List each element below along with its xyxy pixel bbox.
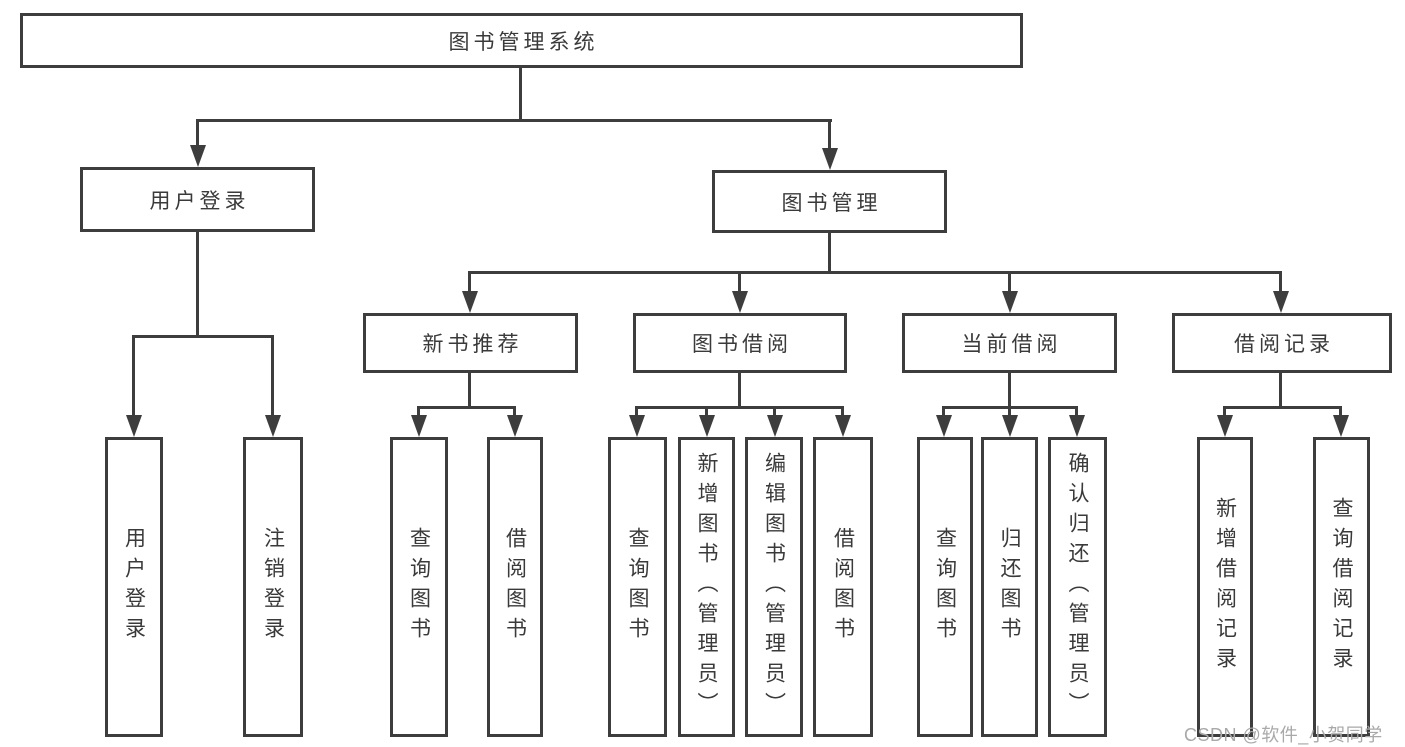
connector-line <box>468 373 471 408</box>
node-book-borrowing: 图书借阅 <box>633 313 847 373</box>
connector-line <box>1075 406 1078 415</box>
connector-line <box>196 232 199 338</box>
connector-line <box>942 406 945 415</box>
node-new-book-recommendation: 新书推荐 <box>363 313 578 373</box>
node-leaf-query-books-rec: 查询图书 <box>390 437 448 737</box>
connector-line <box>1223 406 1226 415</box>
node-leaf-query-books-cb: 查询图书 <box>917 437 973 737</box>
connector-line <box>468 271 1282 274</box>
connector-line <box>271 335 274 415</box>
connector-line <box>417 406 516 409</box>
arrowhead-down-icon <box>629 415 645 437</box>
node-leaf-borrow-books-rec: 借阅图书 <box>487 437 543 737</box>
node-book-management: 图书管理 <box>712 170 947 233</box>
connector-line <box>1008 373 1011 408</box>
node-leaf-logout: 注销登录 <box>243 437 303 737</box>
connector-line <box>513 406 516 415</box>
connector-line <box>635 406 638 415</box>
leaf-label: 查询图书 <box>626 527 649 647</box>
arrowhead-down-icon <box>190 145 206 167</box>
arrowhead-down-icon <box>1333 415 1349 437</box>
connector-line <box>1279 271 1282 291</box>
arrowhead-down-icon <box>1002 415 1018 437</box>
connector-line <box>1279 373 1282 408</box>
node-leaf-return-books: 归还图书 <box>981 437 1038 737</box>
node-user-login: 用户登录 <box>80 167 315 232</box>
connector-line <box>1339 406 1342 415</box>
connector-line <box>1008 406 1011 415</box>
leaf-label: 借阅图书 <box>503 527 527 647</box>
leaf-label: 新增图书（管理员） <box>695 452 718 722</box>
node-leaf-query-books-bb: 查询图书 <box>608 437 667 737</box>
arrowhead-down-icon <box>411 415 427 437</box>
leaf-label: 查询图书 <box>407 527 431 647</box>
leaf-label: 查询借阅记录 <box>1330 497 1353 677</box>
leaf-label: 编辑图书（管理员） <box>762 452 786 722</box>
node-leaf-query-borrow-record: 查询借阅记录 <box>1313 437 1370 737</box>
connector-line <box>828 233 831 273</box>
connector-line <box>417 406 420 415</box>
arrowhead-down-icon <box>462 291 478 313</box>
connector-line <box>468 271 471 291</box>
node-borrowing-records: 借阅记录 <box>1172 313 1392 373</box>
connector-line <box>196 119 832 122</box>
arrowhead-down-icon <box>1069 415 1085 437</box>
arrowhead-down-icon <box>126 415 142 437</box>
node-leaf-borrow-books-bb: 借阅图书 <box>813 437 873 737</box>
leaf-label: 查询图书 <box>933 527 957 647</box>
arrowhead-down-icon <box>767 415 783 437</box>
arrowhead-down-icon <box>936 415 952 437</box>
connector-line <box>841 406 844 415</box>
leaf-label: 归还图书 <box>998 527 1021 647</box>
node-leaf-user-login: 用户登录 <box>105 437 163 737</box>
connector-line <box>773 406 776 415</box>
leaf-label: 借阅图书 <box>831 527 855 647</box>
connector-line <box>1223 406 1342 409</box>
arrowhead-down-icon <box>699 415 715 437</box>
connector-line <box>738 271 741 291</box>
arrowhead-down-icon <box>1273 291 1289 313</box>
leaf-label: 新增借阅记录 <box>1213 497 1237 677</box>
node-leaf-add-books-admin: 新增图书（管理员） <box>678 437 735 737</box>
arrowhead-down-icon <box>732 291 748 313</box>
leaf-label: 确认归还（管理员） <box>1066 452 1089 722</box>
node-leaf-confirm-return-admin: 确认归还（管理员） <box>1048 437 1107 737</box>
connector-line <box>132 335 135 415</box>
node-library-system: 图书管理系统 <box>20 13 1023 68</box>
connector-line <box>635 406 844 409</box>
arrowhead-down-icon <box>835 415 851 437</box>
node-leaf-edit-books-admin: 编辑图书（管理员） <box>745 437 803 737</box>
connector-line <box>738 373 741 408</box>
connector-line <box>705 406 708 415</box>
connector-line <box>196 119 199 145</box>
connector-line <box>132 335 274 338</box>
node-leaf-add-borrow-record: 新增借阅记录 <box>1197 437 1253 737</box>
leaf-label: 注销登录 <box>261 527 285 647</box>
connector-line <box>828 119 831 148</box>
arrowhead-down-icon <box>507 415 523 437</box>
arrowhead-down-icon <box>1002 291 1018 313</box>
arrowhead-down-icon <box>1217 415 1233 437</box>
leaf-label: 用户登录 <box>122 527 146 647</box>
csdn-watermark: CSDN @软件_小贺同学 <box>1184 725 1383 745</box>
arrowhead-down-icon <box>822 148 838 170</box>
arrowhead-down-icon <box>265 415 281 437</box>
connector-line <box>519 68 522 120</box>
node-current-borrowing: 当前借阅 <box>902 313 1117 373</box>
connector-line <box>1008 271 1011 291</box>
